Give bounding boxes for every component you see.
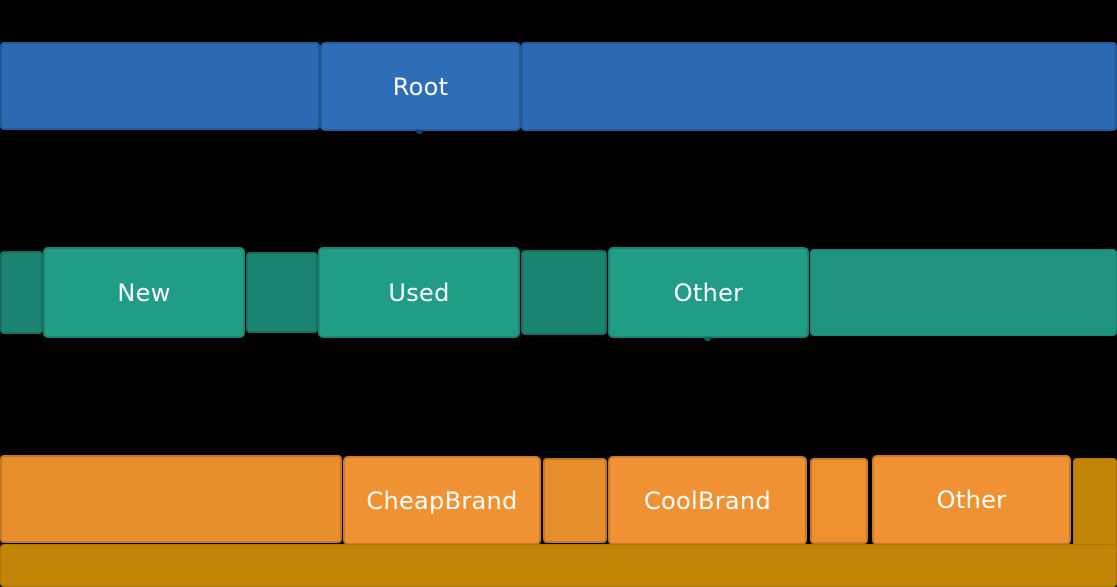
node-new[interactable]: New [43, 247, 245, 338]
node-label: CheapBrand [366, 486, 518, 515]
level2-seg-gap1 [246, 252, 318, 333]
node-root[interactable]: Root [320, 42, 521, 131]
node-label: Root [392, 72, 449, 101]
node-label: Other [673, 278, 744, 307]
level4-leaf-band [0, 544, 1117, 587]
level2-seg-gap2 [521, 250, 607, 335]
node-coolbrand[interactable]: CoolBrand [608, 456, 807, 545]
level2-seg-right [810, 249, 1117, 336]
node-other-condition[interactable]: Other [608, 247, 809, 338]
level3-seg-left [0, 455, 342, 543]
level1-bar-right [521, 42, 1117, 131]
level3-seg-gap1 [543, 458, 607, 543]
node-other-brand[interactable]: Other [872, 455, 1071, 545]
level1-bar-left [0, 42, 320, 130]
node-label: New [117, 278, 171, 307]
level3-seg-gap2 [810, 458, 868, 544]
node-cheapbrand[interactable]: CheapBrand [343, 456, 541, 545]
level2-seg-left [0, 251, 43, 334]
node-used[interactable]: Used [318, 247, 520, 338]
node-label: Other [936, 486, 1007, 514]
other-child-nub [704, 337, 711, 341]
node-label: CoolBrand [644, 486, 771, 515]
node-label: Used [388, 278, 450, 307]
root-child-nub [416, 130, 423, 134]
